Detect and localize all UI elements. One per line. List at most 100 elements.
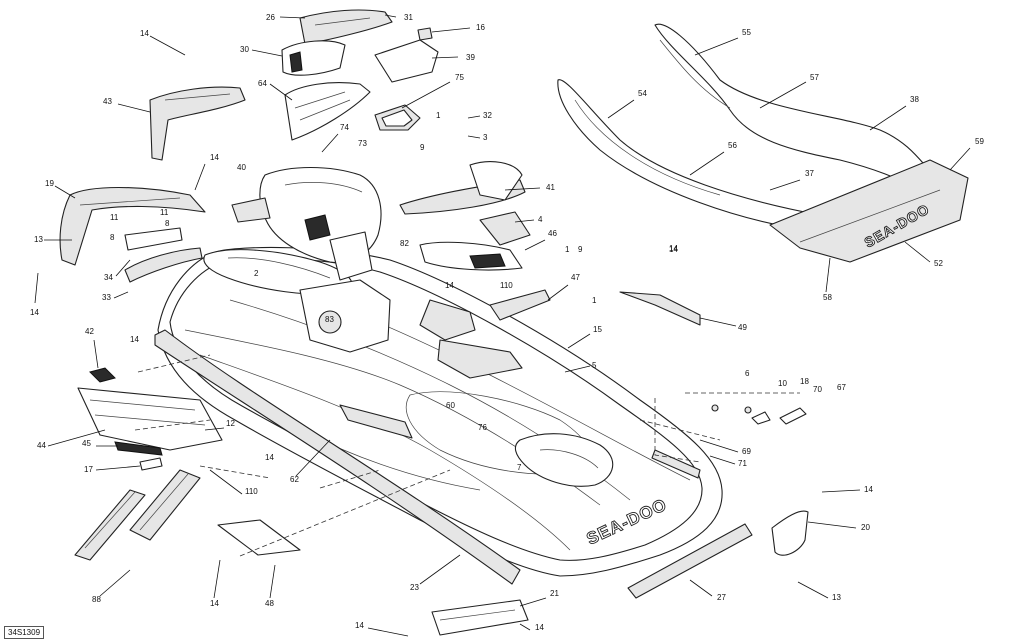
callout-leader-47	[547, 284, 569, 301]
callout-leader-69	[699, 439, 739, 453]
callout-label-42: 42	[85, 327, 94, 336]
callout-label-33: 33	[102, 293, 111, 302]
callout-label-14: 14	[445, 281, 454, 290]
callout-label-60: 60	[446, 401, 455, 410]
callout-label-38: 38	[910, 95, 919, 104]
callout-leader-39	[431, 56, 459, 59]
callout-leader-44	[47, 429, 106, 447]
callout-leader-71	[709, 455, 736, 465]
callout-label-58: 58	[823, 293, 832, 302]
callout-label-14: 14	[210, 153, 219, 162]
callout-label-16: 16	[476, 23, 485, 32]
callout-leader-57	[759, 81, 807, 109]
callout-label-30: 30	[240, 45, 249, 54]
callout-label-54: 54	[638, 89, 647, 98]
callout-leader-64	[269, 83, 293, 101]
callout-label-9: 9	[420, 143, 425, 152]
callout-leader-55	[694, 37, 739, 56]
callout-leader-46	[524, 239, 546, 251]
callout-leader-88	[99, 569, 131, 597]
callout-label-14: 14	[140, 29, 149, 38]
callout-label-6: 6	[745, 369, 750, 378]
callout-leader-32	[467, 115, 481, 119]
callout-leader-14	[519, 623, 531, 631]
callout-label-14: 14	[864, 485, 873, 494]
hull-body: SEA-DOO	[157, 246, 723, 577]
callout-label-74: 74	[340, 123, 349, 132]
callout-leader-62	[295, 439, 331, 477]
callout-label-3: 3	[483, 133, 488, 142]
callout-label-19: 19	[45, 179, 54, 188]
callout-label-49: 49	[738, 323, 747, 332]
callout-label-110: 110	[245, 487, 258, 496]
callout-leader-20	[807, 521, 857, 529]
callout-leader-41	[504, 187, 541, 191]
callout-label-83: 83	[325, 315, 334, 324]
callout-label-69: 69	[742, 447, 751, 456]
callout-label-88: 88	[92, 595, 101, 604]
callout-label-15: 15	[593, 325, 602, 334]
callout-leader-74	[321, 133, 339, 153]
callout-leader-13	[797, 581, 829, 599]
callout-leader-27	[689, 579, 713, 597]
callout-label-31: 31	[404, 13, 413, 22]
callout-leader-34	[115, 259, 131, 277]
callout-leader-56	[689, 151, 725, 176]
callout-leader-110	[209, 469, 243, 495]
callout-leader-31	[384, 14, 397, 18]
callout-leader-42	[93, 339, 99, 369]
callout-leader-33	[113, 291, 129, 299]
callout-label-70: 70	[813, 385, 822, 394]
callout-label-14: 14	[210, 599, 219, 608]
callout-label-14: 14	[669, 244, 678, 253]
callout-leader-43	[117, 103, 151, 113]
callout-label-46: 46	[548, 229, 557, 238]
callout-label-13: 13	[832, 593, 841, 602]
callout-leader-14	[34, 272, 39, 304]
callout-label-23: 23	[410, 583, 419, 592]
callout-label-10: 10	[778, 379, 787, 388]
callout-leader-17	[95, 465, 141, 471]
callout-label-21: 21	[550, 589, 559, 598]
callout-label-45: 45	[82, 439, 91, 448]
callout-label-11: 11	[160, 208, 169, 217]
callout-label-14: 14	[30, 308, 39, 317]
callout-label-17: 17	[84, 465, 93, 474]
callout-label-9: 9	[578, 245, 583, 254]
callout-leader-54	[607, 99, 635, 119]
callout-label-39: 39	[466, 53, 475, 62]
callout-label-82: 82	[400, 239, 409, 248]
callout-label-37: 37	[805, 169, 814, 178]
callout-label-2: 2	[254, 269, 259, 278]
callout-label-57: 57	[810, 73, 819, 82]
callout-leader-58	[825, 257, 831, 293]
callout-label-47: 47	[571, 273, 580, 282]
assembly-lines	[134, 354, 800, 557]
callout-label-11: 11	[110, 213, 119, 222]
callout-label-75: 75	[455, 73, 464, 82]
callout-label-43: 43	[103, 97, 112, 106]
callout-label-14: 14	[535, 623, 544, 632]
callout-leader-30	[251, 49, 283, 57]
seat-mat-parts: SEA-DOO	[557, 23, 969, 263]
figure-reference-code: 34S1309	[4, 626, 45, 639]
callout-label-26: 26	[266, 13, 275, 22]
callout-label-12: 12	[226, 419, 235, 428]
callout-leader-19	[54, 185, 76, 199]
hardware	[711, 404, 809, 556]
callout-label-41: 41	[546, 183, 555, 192]
callout-leader-4	[514, 219, 535, 223]
callout-label-20: 20	[861, 523, 870, 532]
callout-label-71: 71	[738, 459, 747, 468]
callout-leader-14	[149, 35, 186, 56]
callout-leader-14	[821, 489, 861, 493]
callout-label-48: 48	[265, 599, 274, 608]
callout-leader-38	[869, 105, 907, 131]
callout-leader-5	[564, 365, 591, 373]
rub-rail-left	[154, 329, 521, 585]
callout-label-5: 5	[592, 361, 597, 370]
callout-label-40: 40	[237, 163, 246, 172]
callout-label-56: 56	[728, 141, 737, 150]
callout-label-7: 7	[517, 463, 522, 472]
